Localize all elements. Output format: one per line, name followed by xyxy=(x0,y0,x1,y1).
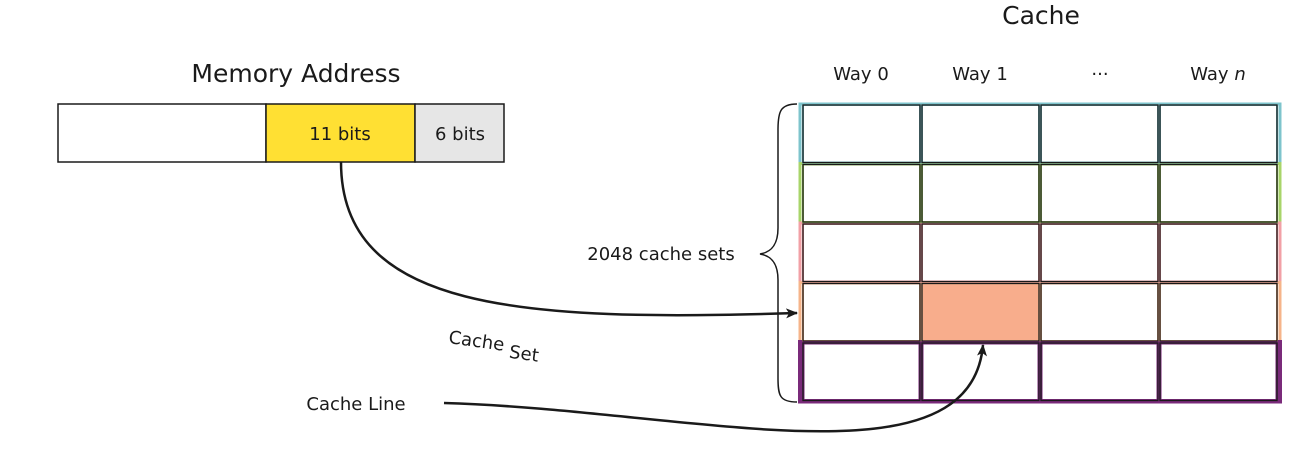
offset-field xyxy=(414,103,505,163)
cache-line-border xyxy=(921,282,1040,342)
cache-line-border xyxy=(1040,104,1159,164)
set-index-arrow xyxy=(339,161,798,319)
cache-line-cell xyxy=(921,163,1040,223)
way-header-n: Way n xyxy=(1190,64,1246,85)
cache-line-border xyxy=(802,104,921,164)
memory-address-title: Memory Address xyxy=(191,59,400,88)
set-index-field xyxy=(265,103,416,163)
cache-line-border xyxy=(1159,163,1278,223)
cache-line-border xyxy=(1040,282,1159,342)
cache-line-border xyxy=(1159,282,1278,342)
cache-line-border xyxy=(1159,223,1278,283)
tag-field xyxy=(57,103,267,163)
cache-line-border xyxy=(1159,342,1278,402)
cache-line-border xyxy=(802,223,921,283)
way-header-0: Way 0 xyxy=(833,64,889,85)
cache-line-cell xyxy=(802,104,921,164)
cache-line-cell xyxy=(1158,341,1279,402)
cache-line-border xyxy=(921,223,1040,283)
cache-line-border xyxy=(802,342,921,402)
cache-sets-label: 2048 cache sets xyxy=(587,244,734,265)
cache-line-cell xyxy=(921,223,1040,283)
cache-line-border xyxy=(1040,342,1159,402)
cache-line-border xyxy=(802,282,921,342)
way-header-ellipsis: ··· xyxy=(1091,64,1108,85)
cache-line-cell xyxy=(1159,282,1278,342)
cache-line-cell xyxy=(1040,163,1159,223)
cache-line-cell xyxy=(1040,282,1159,342)
cache-line-border xyxy=(1040,223,1159,283)
cache-line-cell xyxy=(921,104,1040,164)
cache-line-cell xyxy=(802,223,921,283)
cache-line-border xyxy=(1159,104,1278,164)
cache-sets-brace xyxy=(759,103,798,403)
cache-line-label: Cache Line xyxy=(306,394,405,415)
set-index-field-label: 11 bits xyxy=(309,124,371,145)
way-header-1: Way 1 xyxy=(952,64,1008,85)
cache-line-border xyxy=(1040,163,1159,223)
cache-line-cell xyxy=(802,163,921,223)
cache-line-border xyxy=(921,163,1040,223)
cache-line-cell xyxy=(801,341,922,402)
cache-line-border xyxy=(921,104,1040,164)
memory-address-bar: 11 bits 6 bits xyxy=(57,103,505,163)
cache-title: Cache xyxy=(1002,1,1080,30)
cache-line-border xyxy=(802,163,921,223)
cache-grid xyxy=(798,102,1282,404)
cache-line-cell xyxy=(920,341,1041,402)
cache-line-cell xyxy=(1040,104,1159,164)
cache-line-arrow xyxy=(443,344,987,433)
cache-line-border xyxy=(921,342,1040,402)
highlighted-cache-line xyxy=(921,282,1040,342)
cache-line-cell xyxy=(1159,163,1278,223)
cache-line-cell xyxy=(1159,104,1278,164)
offset-field-label: 6 bits xyxy=(435,124,485,145)
cache-line-cell xyxy=(1159,223,1278,283)
cache-line-cell xyxy=(802,282,921,342)
cache-line-cell xyxy=(1039,341,1160,402)
cache-line-cell xyxy=(1040,223,1159,283)
